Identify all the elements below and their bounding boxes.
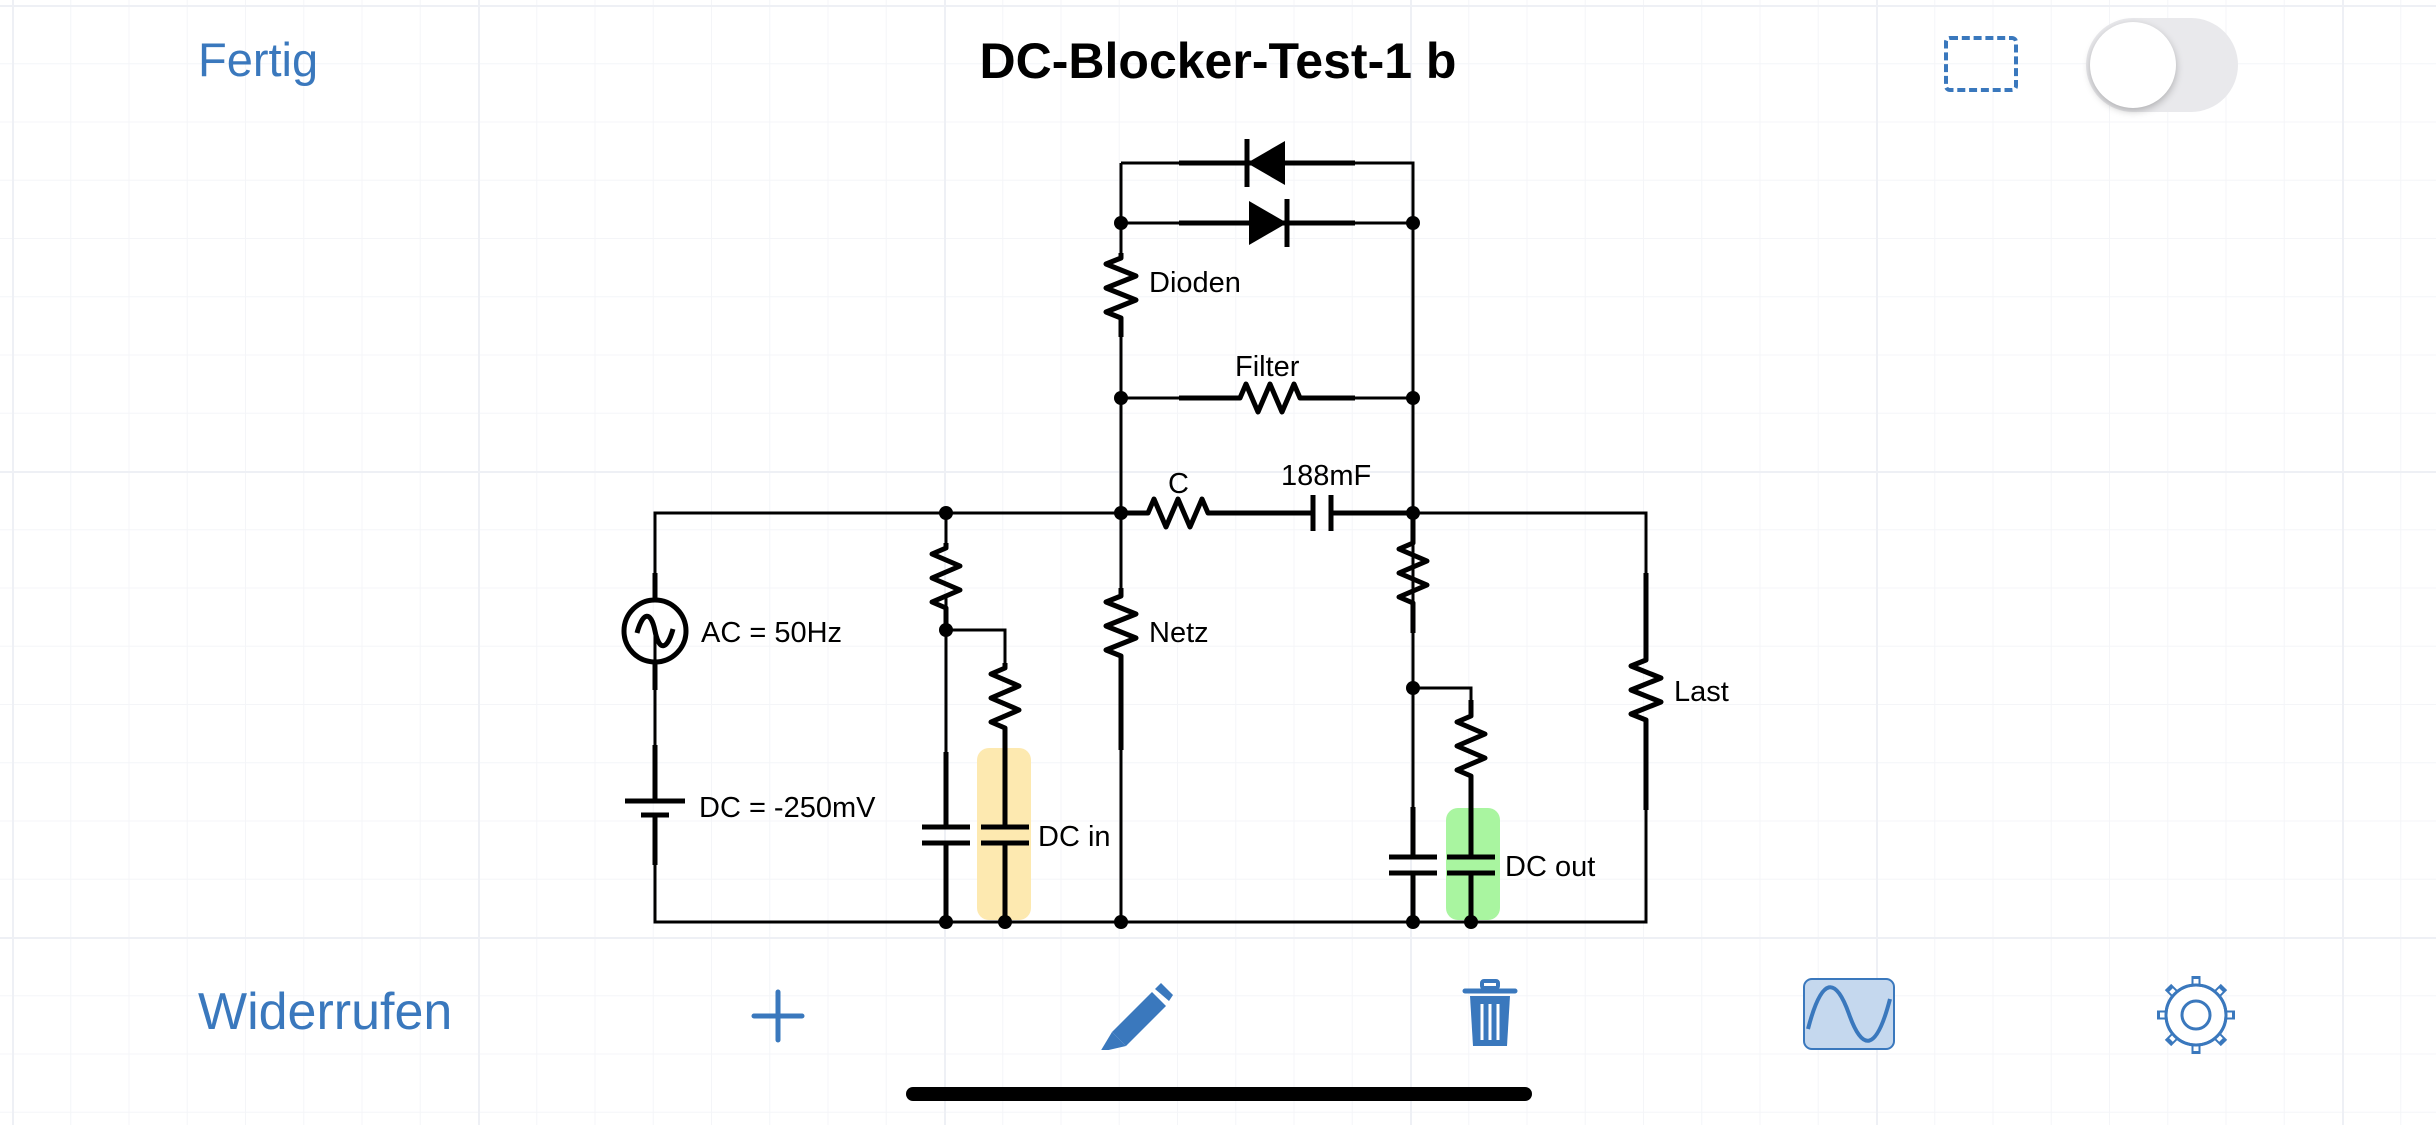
capacitor-left[interactable] [922,752,970,922]
label-dc-source: DC = -250mV [699,792,876,824]
gear-icon [2157,976,2235,1054]
selection-rect-button[interactable] [1944,36,2018,92]
label-netz: Netz [1149,617,1209,649]
label-capacitance: 188mF [1281,460,1371,492]
resistor-netz[interactable] [1103,588,1139,750]
toggle-knob [2090,22,2176,108]
label-ac-source: AC = 50Hz [701,617,842,649]
label-dc-in: DC in [1038,821,1111,853]
ac-source[interactable] [621,573,689,690]
delete-button[interactable] [1462,978,1518,1055]
resistor-dc-in[interactable] [988,663,1022,745]
add-button[interactable] [750,988,806,1049]
label-filter: Filter [1235,351,1300,383]
resistor-left-upper[interactable] [929,543,963,627]
resistor-c[interactable] [1121,496,1313,530]
dc-in-probe-highlight[interactable] [977,748,1031,920]
home-indicator [906,1087,1532,1101]
capacitor-dc-in[interactable] [981,745,1029,922]
resistor-dc-out[interactable] [1454,700,1488,805]
edit-button[interactable] [1096,978,1174,1055]
label-c: C [1168,468,1189,500]
diode-lower[interactable] [1179,199,1355,247]
resistor-last[interactable] [1628,573,1664,810]
waveform-icon [1803,978,1895,1050]
pencil-icon [1100,983,1173,1052]
done-button[interactable]: Fertig [198,33,319,86]
trash-icon [1462,979,1518,1046]
resistor-dioden[interactable] [1103,253,1139,337]
resistor-filter[interactable] [1179,381,1355,415]
diode-upper[interactable] [1179,139,1355,187]
label-dc-out: DC out [1505,851,1595,883]
capacitor-188mf[interactable] [1310,495,1413,531]
label-dioden: Dioden [1149,267,1241,299]
capacitor-dc-out[interactable] [1447,805,1495,922]
settings-button[interactable] [2154,973,2238,1062]
undo-button[interactable]: Widerrufen [198,983,453,1041]
dc-source[interactable] [625,745,685,865]
plus-icon [751,989,805,1043]
resistor-right-upper[interactable] [1396,513,1430,633]
capacitor-right[interactable] [1389,807,1437,922]
dc-out-probe-highlight[interactable] [1446,808,1500,920]
page-title: DC-Blocker-Test-1 b [979,33,1457,89]
waveform-button[interactable] [1802,977,1896,1056]
label-last: Last [1674,676,1729,708]
toggle-switch[interactable] [2086,18,2238,112]
